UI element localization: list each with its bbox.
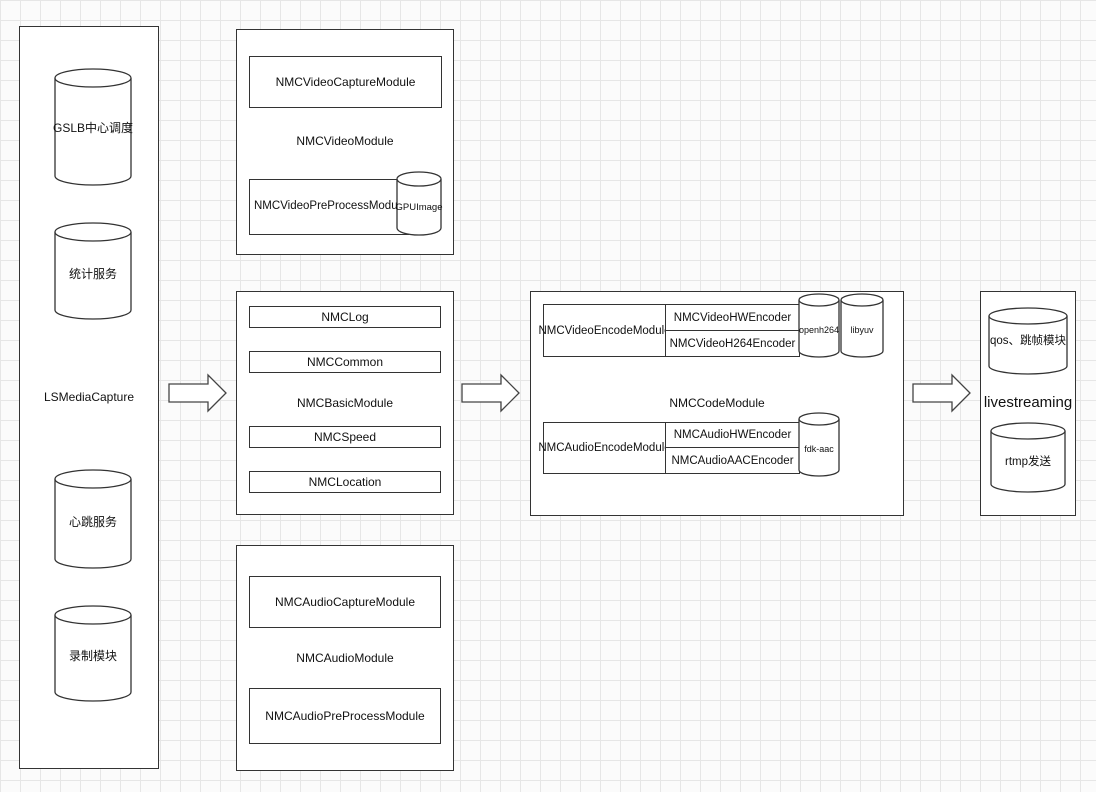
audio-encode-label: NMCAudioEncodeModule [538, 442, 671, 454]
nmclocation-item: NMCLocation [249, 471, 441, 493]
livestreaming-label: livestreaming [983, 394, 1073, 411]
code-module-label: NMCCodeModule [669, 396, 765, 410]
video-hw-encoder: NMCVideoHWEncoder [665, 304, 800, 331]
openh264-database-cylinder: openh264 [798, 293, 840, 358]
nmclog-label: NMCLog [321, 310, 369, 324]
arrow-right-icon [461, 373, 520, 413]
nmcspeed-label: NMCSpeed [313, 430, 377, 444]
qos-database-cylinder: qos、跳帧模块 [988, 307, 1068, 375]
fdk-aac-label: fdk-aac [804, 444, 834, 454]
audio-preprocess-label: NMCAudioPreProcessModule [265, 709, 425, 723]
rtmp-label: rtmp发送 [1005, 454, 1051, 468]
audio-hw-label: NMCAudioHWEncoder [673, 429, 792, 441]
stats-label: 统计服务 [69, 266, 117, 281]
video-capture-module: NMCVideoCaptureModule [249, 56, 442, 108]
basic-module-label: NMCBasicModule [296, 396, 394, 410]
audio-preprocess-module: NMCAudioPreProcessModule [249, 688, 441, 744]
video-module-label: NMCVideoModule [296, 134, 394, 148]
nmcspeed-item: NMCSpeed [249, 426, 441, 448]
video-h264-encoder: NMCVideoH264Encoder [665, 330, 800, 357]
openh264-label: openh264 [799, 325, 839, 335]
gpuimage-database-cylinder: GPUImage [396, 171, 443, 236]
libyuv-database-cylinder: libyuv [840, 293, 884, 358]
audio-capture-module: NMCAudioCaptureModule [249, 576, 441, 628]
video-encode-label: NMCVideoEncodeModule [538, 324, 671, 337]
rtmp-database-cylinder: rtmp发送 [990, 422, 1066, 493]
gslb-label: GSLB中心调度 [53, 120, 133, 135]
video-preprocess-module [249, 179, 409, 235]
nmclocation-label: NMCLocation [308, 475, 382, 489]
audio-encode-module: NMCAudioEncodeModule [538, 422, 671, 474]
audio-aac-encoder: NMCAudioAACEncoder [665, 447, 800, 474]
gslb-database-cylinder: GSLB中心调度 [53, 68, 133, 186]
video-capture-label: NMCVideoCaptureModule [275, 75, 416, 89]
arrow-right-icon [168, 373, 227, 413]
video-h264-label: NMCVideoH264Encoder [669, 337, 796, 350]
audio-hw-encoder: NMCAudioHWEncoder [665, 422, 800, 448]
audio-aac-label: NMCAudioAACEncoder [671, 454, 794, 467]
recording-label: 录制模块 [69, 649, 117, 663]
audio-capture-label: NMCAudioCaptureModule [274, 595, 416, 609]
video-hw-label: NMCVideoHWEncoder [673, 311, 792, 324]
recording-database-cylinder: 录制模块 [54, 605, 132, 702]
video-encode-module: NMCVideoEncodeModule [538, 304, 671, 357]
nmccommon-item: NMCCommon [249, 351, 441, 373]
qos-label: qos、跳帧模块 [990, 333, 1067, 347]
stats-database-cylinder: 统计服务 [54, 222, 132, 320]
audio-module-label: NMCAudioModule [296, 651, 394, 665]
libyuv-label: libyuv [850, 325, 874, 335]
lsmediacapture-label: LSMediaCapture [43, 390, 135, 404]
gpuimage-label: GPUImage [396, 202, 443, 213]
nmclog-item: NMCLog [249, 306, 441, 328]
arrow-right-icon [912, 373, 971, 413]
heartbeat-label: 心跳服务 [69, 514, 117, 529]
video-preprocess-label: NMCVideoPreProcessModule [254, 200, 407, 212]
nmccommon-label: NMCCommon [306, 355, 383, 369]
heartbeat-database-cylinder: 心跳服务 [54, 469, 132, 569]
fdk-aac-database-cylinder: fdk-aac [798, 412, 840, 477]
